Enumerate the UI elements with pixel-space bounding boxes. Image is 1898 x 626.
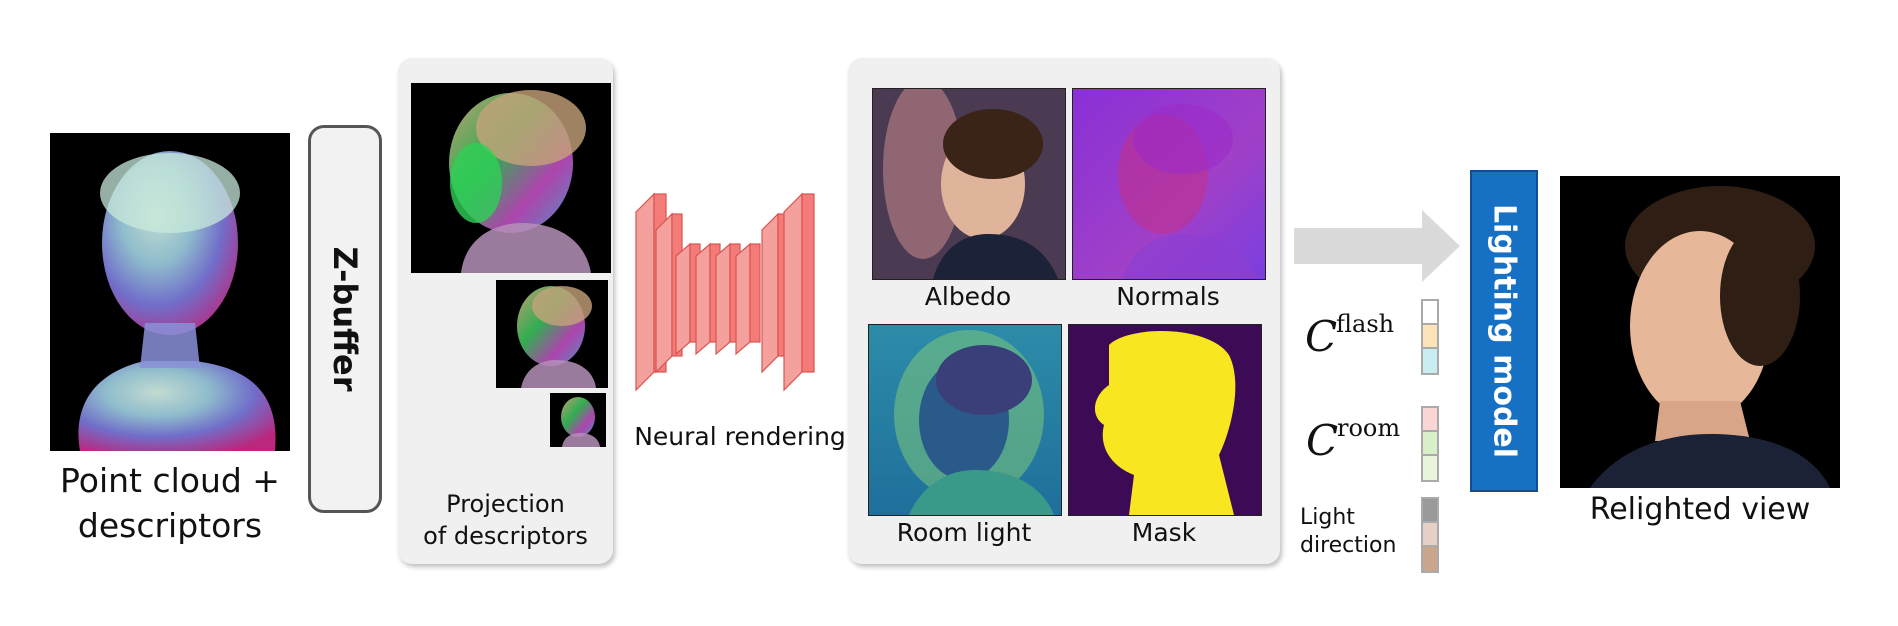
- c-room-swatch-3: [1421, 454, 1439, 482]
- albedo-label: Albedo: [924, 282, 1012, 311]
- c-flash-swatch-3: [1421, 347, 1439, 375]
- point-cloud-image: [50, 133, 290, 451]
- point-cloud-bust-icon: [78, 151, 276, 451]
- c-room-superscript: room: [1337, 414, 1401, 442]
- albedo-image: [872, 88, 1066, 280]
- projection-caption: Projection of descriptors: [398, 488, 613, 552]
- light-direction-swatch-3: [1421, 545, 1439, 573]
- light-direction-line2: direction: [1300, 533, 1397, 558]
- lighting-model-label: Lighting model: [1486, 203, 1522, 459]
- neural-network-stack-icon: [635, 192, 815, 392]
- c-flash-superscript: flash: [1336, 310, 1395, 338]
- projection-large-image: [411, 83, 611, 273]
- light-direction-label: Light direction: [1300, 504, 1416, 560]
- room-light-label: Room light: [896, 518, 1032, 547]
- projection-small-image: [550, 393, 606, 447]
- point-cloud-caption-line2: descriptors: [77, 506, 263, 545]
- relighted-view-image: [1560, 176, 1840, 488]
- point-cloud-caption-line1: Point cloud +: [60, 461, 280, 500]
- mask-label: Mask: [1131, 518, 1197, 547]
- lighting-model-box: Lighting model: [1470, 170, 1538, 492]
- z-buffer-box: Z-buffer: [308, 125, 382, 513]
- neural-rendering-caption: Neural rendering: [634, 422, 846, 451]
- c-flash-symbol: C: [1305, 312, 1337, 361]
- c-room-letter: C: [1306, 416, 1339, 465]
- mask-image: [1068, 324, 1262, 516]
- light-direction-line1: Light: [1300, 505, 1355, 530]
- z-buffer-label: Z-buffer: [326, 246, 364, 392]
- room-light-image: [868, 324, 1062, 516]
- arrow-right-icon: [1294, 210, 1460, 282]
- projection-caption-line1: Projection: [446, 490, 565, 518]
- projection-medium-image: [496, 280, 608, 388]
- normals-image: [1072, 88, 1266, 280]
- c-room-symbol: C: [1306, 416, 1338, 465]
- point-cloud-caption: Point cloud + descriptors: [40, 458, 300, 548]
- projection-caption-line2: of descriptors: [423, 522, 588, 550]
- c-flash-letter: C: [1305, 312, 1338, 361]
- relighted-view-caption: Relighted view: [1589, 492, 1811, 527]
- normals-label: Normals: [1116, 282, 1220, 311]
